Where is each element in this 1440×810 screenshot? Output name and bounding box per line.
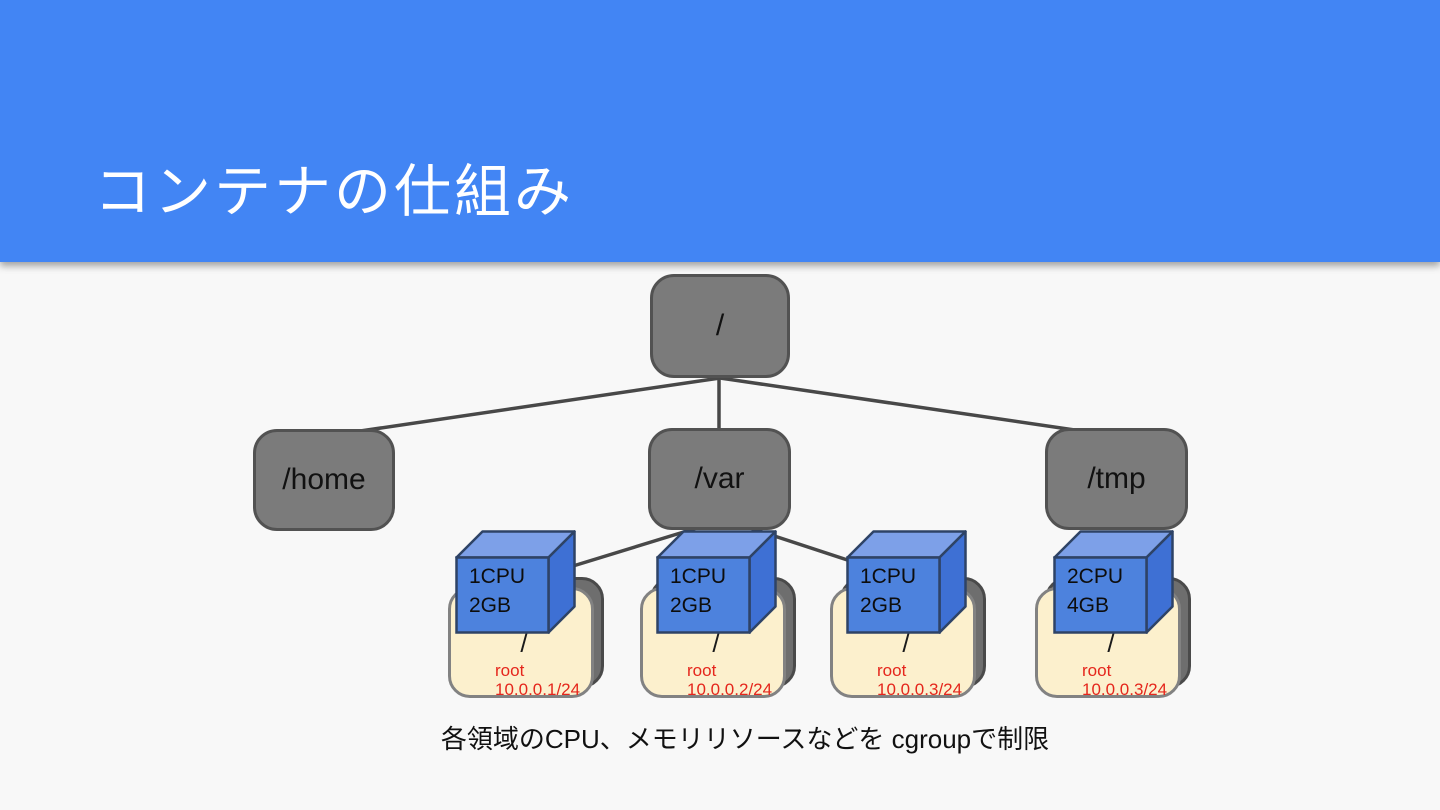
container-user: root <box>877 661 907 680</box>
cube-icon <box>846 530 967 634</box>
resource-cube: 1CPU 2GB <box>656 530 778 634</box>
cube-cpu: 1CPU <box>469 565 526 588</box>
mount-path: / <box>902 628 910 658</box>
cube-icon <box>1053 530 1174 634</box>
mount-path: / <box>1107 628 1115 658</box>
tree-node-tmp-label: /tmp <box>1087 462 1146 495</box>
mount-path: / <box>712 628 720 658</box>
container-net-info: root 10.0.0.1/24 <box>495 661 580 699</box>
container-net-info: root 10.0.0.3/24 <box>1082 661 1167 699</box>
resource-cube: 1CPU 2GB <box>455 530 577 634</box>
cube-mem: 2GB <box>860 594 903 617</box>
page-title: コンテナの仕組み <box>94 160 574 224</box>
container-ip: 10.0.0.3/24 <box>1082 680 1168 699</box>
container-ip: 10.0.0.3/24 <box>877 680 963 699</box>
header-band <box>0 0 1440 262</box>
cube-icon <box>455 530 576 634</box>
cube-resources: 2CPU 4GB <box>1067 562 1123 620</box>
tree-node-tmp: /tmp <box>1045 428 1188 530</box>
tree-node-root-label: / <box>715 309 725 342</box>
tree-node-home: /home <box>253 429 395 531</box>
cube-cpu: 1CPU <box>670 565 727 588</box>
cube-resources: 1CPU 2GB <box>860 562 916 620</box>
edge-root-home <box>339 376 721 436</box>
resource-cube: 2CPU 4GB <box>1053 530 1175 634</box>
mount-path: / <box>520 628 528 658</box>
container-net-info: root 10.0.0.3/24 <box>877 661 962 699</box>
container-ip: 10.0.0.1/24 <box>495 680 581 699</box>
tree-node-root: / <box>650 274 790 378</box>
container-ip: 10.0.0.2/24 <box>687 680 773 699</box>
container-net-info: root 10.0.0.2/24 <box>687 661 772 699</box>
tree-node-var-label: /var <box>694 462 745 495</box>
slide-caption: 各領域のCPU、メモリリソースなどを cgroupで制限 <box>440 724 1050 754</box>
container-group-1: / root 10.0.0.1/24 1CPU 2GB <box>448 520 608 712</box>
tree-node-var: /var <box>648 428 791 530</box>
tree-node-home-label: /home <box>282 463 366 496</box>
cube-cpu: 2CPU <box>1067 565 1124 588</box>
cube-resources: 1CPU 2GB <box>469 562 525 620</box>
cube-mem: 2GB <box>670 594 713 617</box>
cube-cpu: 1CPU <box>860 565 917 588</box>
edge-var-cube1 <box>559 525 701 572</box>
container-group-2: / root 10.0.0.2/24 1CPU 2GB <box>640 520 800 712</box>
container-user: root <box>495 661 525 680</box>
resource-cube: 1CPU 2GB <box>846 530 968 634</box>
container-user: root <box>687 661 717 680</box>
container-group-3: / root 10.0.0.3/24 1CPU 2GB <box>830 520 990 712</box>
cube-mem: 4GB <box>1067 594 1110 617</box>
container-group-4: / root 10.0.0.3/24 2CPU 4GB <box>1035 520 1195 712</box>
edge-root-tmp <box>719 376 1103 436</box>
cube-icon <box>656 530 777 634</box>
cube-mem: 2GB <box>469 594 512 617</box>
container-user: root <box>1082 661 1112 680</box>
cube-resources: 1CPU 2GB <box>670 562 726 620</box>
